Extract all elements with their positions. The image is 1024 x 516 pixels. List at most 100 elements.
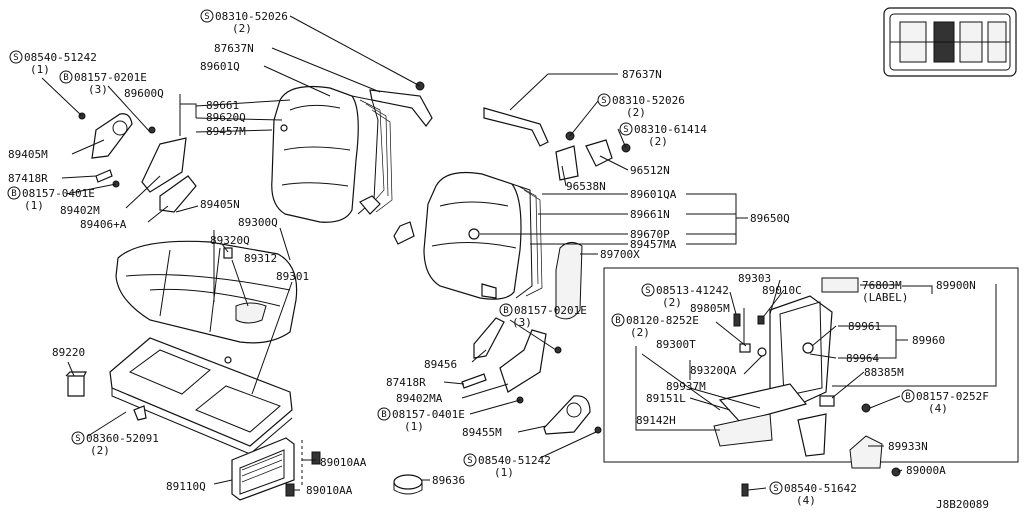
part-label: 08157-0401E — [22, 187, 95, 200]
part-label: 89661 — [206, 99, 239, 112]
part-label: 87637N — [622, 68, 662, 81]
svg-text:B: B — [503, 306, 508, 316]
part-label: 89964 — [846, 352, 879, 365]
part-label: 87418R — [386, 376, 426, 389]
seat-trim-panel-drawing — [231, 437, 295, 501]
rear-seatback-right-drawing — [393, 107, 631, 300]
part-label: 89700X — [600, 248, 640, 261]
part-qty: (2) — [662, 296, 682, 309]
part-label: 89457M — [206, 125, 246, 138]
part-label: 89961 — [848, 320, 881, 333]
part-label: 89402M — [60, 204, 100, 217]
part-label: 89142H — [636, 414, 676, 427]
part-label: 89636 — [432, 474, 465, 487]
vehicle-thumbnail-icon — [883, 7, 1017, 77]
part-label: 08540-51242 — [478, 454, 551, 467]
badge-s-icon: S — [463, 453, 477, 467]
badge-s-icon: S — [769, 481, 783, 495]
svg-text:S: S — [204, 12, 209, 22]
hinge-89402ma-drawing — [499, 329, 547, 393]
part-label: 08157-0401E — [392, 408, 465, 421]
badge-s-icon: S — [619, 122, 633, 136]
part-qty: (2) — [626, 106, 646, 119]
badge-b-icon: B — [499, 303, 513, 317]
part-label: 89900N — [936, 279, 976, 292]
svg-text:S: S — [645, 286, 650, 296]
part-label: 89456 — [424, 358, 457, 371]
bolt-89010aa-2-icon — [285, 483, 295, 497]
cover-89455m-drawing — [543, 395, 591, 435]
part-label: (LABEL) — [862, 291, 908, 304]
hinge-89456-drawing — [473, 317, 505, 359]
svg-text:B: B — [381, 410, 386, 420]
svg-text:B: B — [63, 73, 68, 83]
part-qty: (2) — [232, 22, 252, 35]
part-label: 89805M — [690, 302, 730, 315]
svg-text:B: B — [905, 392, 910, 402]
part-qty: (1) — [404, 420, 424, 433]
part-label: 87418R — [8, 172, 48, 185]
cap-89636-icon — [393, 474, 423, 490]
badge-s-icon: S — [641, 283, 655, 297]
part-label: 89457MA — [630, 238, 677, 251]
badge-s-icon: S — [200, 9, 214, 23]
part-label: 89300Q — [238, 216, 278, 229]
part-qty: (1) — [30, 63, 50, 76]
part-label: 87637N — [214, 42, 254, 55]
part-label: 89300T — [656, 338, 696, 351]
badge-s-icon: S — [9, 50, 23, 64]
part-label: 08157-0201E — [74, 71, 147, 84]
part-label: 89110Q — [166, 480, 206, 493]
part-label: 89301 — [276, 270, 309, 283]
badge-b-icon: B — [377, 407, 391, 421]
part-label: 89650Q — [750, 212, 790, 225]
part-label: 08310-61414 — [634, 123, 707, 136]
part-label: 89312 — [244, 252, 277, 265]
part-qty: (3) — [512, 316, 532, 329]
part-label: 89402MA — [396, 392, 443, 405]
rear-seatback-left-drawing — [271, 81, 433, 223]
svg-text:B: B — [11, 189, 16, 199]
part-label: 89220 — [52, 346, 85, 359]
diagram-code: J8B20089 — [936, 498, 989, 511]
badge-b-icon: B — [7, 186, 21, 200]
part-label: 89000A — [906, 464, 946, 477]
label-76803m-icon — [821, 277, 859, 293]
part-label: 89600Q — [124, 87, 164, 100]
hinge-bracket-89402m — [141, 137, 187, 193]
svg-text:S: S — [623, 125, 628, 135]
part-label: 89960 — [912, 334, 945, 347]
part-label: 89010AA — [320, 456, 367, 469]
hinge-cover-89405m — [91, 113, 133, 159]
part-label: 08157-0201E — [514, 304, 587, 317]
part-label: 08120-8252E — [626, 314, 699, 327]
part-label: 96512N — [630, 164, 670, 177]
part-label: 89405M — [8, 148, 48, 161]
part-label: 08540-51242 — [24, 51, 97, 64]
part-qty: (4) — [796, 494, 816, 507]
part-label: 89010AA — [306, 484, 353, 497]
jump-seat-drawing — [713, 295, 901, 497]
leader-lines — [41, 15, 997, 491]
part-label: 89405N — [200, 198, 240, 211]
part-label: 96538N — [566, 180, 606, 193]
svg-text:S: S — [773, 484, 778, 494]
part-89220-bracket — [65, 371, 87, 397]
part-label: 89151L — [646, 392, 686, 405]
svg-text:S: S — [601, 96, 606, 106]
part-label: 89010C — [762, 284, 802, 297]
part-label: 08360-52091 — [86, 432, 159, 445]
part-qty: (1) — [24, 199, 44, 212]
part-qty: (3) — [88, 83, 108, 96]
part-qty: (2) — [630, 326, 650, 339]
svg-text:B: B — [615, 316, 620, 326]
part-qty: (2) — [648, 135, 668, 148]
svg-text:S: S — [467, 456, 472, 466]
hinge-89406-drawing — [159, 175, 197, 213]
bolt-89010aa-1-icon — [311, 451, 321, 465]
part-label: 08310-52026 — [215, 10, 288, 23]
part-label: 89601QA — [630, 188, 677, 201]
part-label: 89303 — [738, 272, 771, 285]
part-label: 89670P — [630, 228, 670, 241]
